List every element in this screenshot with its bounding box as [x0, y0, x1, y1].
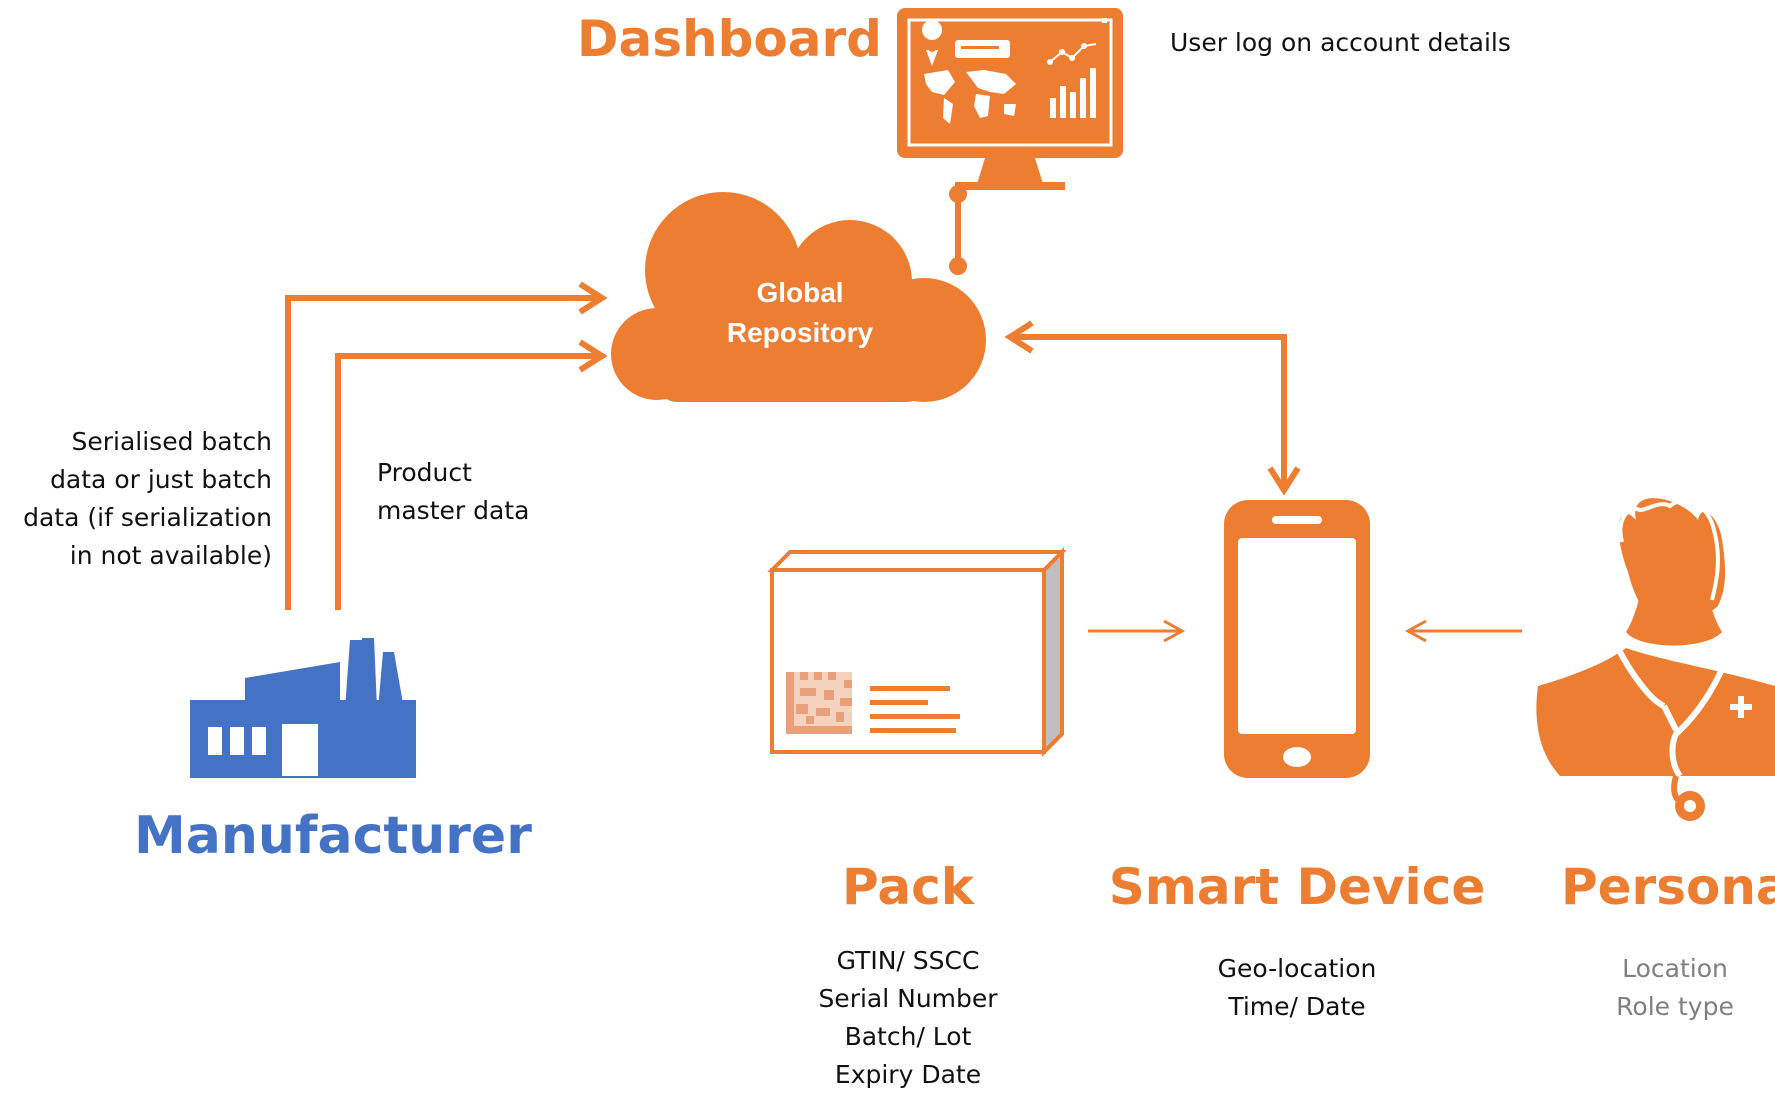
pack-detail: Expiry Date — [834, 1060, 982, 1089]
repository-label-line2: Repository — [726, 317, 874, 348]
pack-detail: Batch/ Lot — [844, 1022, 972, 1051]
pack-detail: Serial Number — [818, 984, 998, 1013]
factory-icon — [190, 638, 416, 778]
repository-label-line1: Global — [756, 277, 844, 308]
dashboard-connector — [949, 185, 967, 275]
persona-title: Persona — [1561, 858, 1775, 916]
dashboard-title: Dashboard — [577, 10, 882, 68]
persona-to-device-arrowhead — [1404, 619, 1427, 643]
smart-device-title: Smart Device — [1108, 858, 1486, 916]
cloud-icon — [611, 192, 986, 402]
smart-device-details: Geo-location Time/ Date — [1177, 950, 1417, 1026]
batch-data-label-line: in not available) — [69, 541, 272, 570]
map-pin-icon — [922, 20, 943, 66]
bar-chart-icon — [1050, 68, 1096, 118]
smart-device-detail: Geo-location — [1217, 954, 1377, 983]
pack-title: Pack — [842, 858, 974, 916]
batch-data-label-line: data or just batch — [50, 465, 272, 494]
pack-detail: GTIN/ SSCC — [836, 946, 980, 975]
dashboard-note: User log on account details — [1170, 28, 1511, 57]
smart-device-detail: Time/ Date — [1228, 992, 1366, 1021]
world-map-icon — [924, 70, 1016, 124]
device-arrowhead — [1267, 466, 1301, 496]
batch-data-label-line: Serialised batch — [71, 427, 273, 456]
master-data-arrow — [335, 353, 600, 610]
repository-arrowhead — [1004, 320, 1034, 354]
master-data-label-line: Product — [377, 458, 472, 487]
master-data-label-line: master data — [377, 496, 530, 525]
connectors — [285, 281, 1522, 643]
repository-label: Global Repository — [700, 273, 900, 353]
smartphone-icon — [1224, 500, 1370, 778]
persona-detail: Role type — [1616, 992, 1734, 1021]
persona-details: Location Role type — [1575, 950, 1775, 1026]
manufacturer-title: Manufacturer — [134, 806, 532, 866]
doctor-icon — [1536, 498, 1775, 821]
datamatrix-icon — [786, 672, 852, 734]
device-repository-link — [1010, 334, 1287, 488]
master-data-arrowhead — [578, 339, 608, 373]
monitor-icon — [897, 8, 1123, 190]
pack-details: GTIN/ SSCC Serial Number Batch/ Lot Expi… — [788, 942, 1028, 1094]
batch-data-label-line: data (if serialization — [23, 503, 272, 532]
batch-data-label: Serialised batch data or just batch data… — [0, 423, 272, 575]
pack-box-icon — [767, 547, 1067, 757]
batch-data-arrowhead — [578, 281, 608, 315]
persona-detail: Location — [1622, 954, 1728, 983]
batch-data-arrow — [285, 295, 600, 610]
master-data-label: Product master data — [377, 454, 529, 530]
pack-to-device-arrowhead — [1163, 619, 1186, 643]
